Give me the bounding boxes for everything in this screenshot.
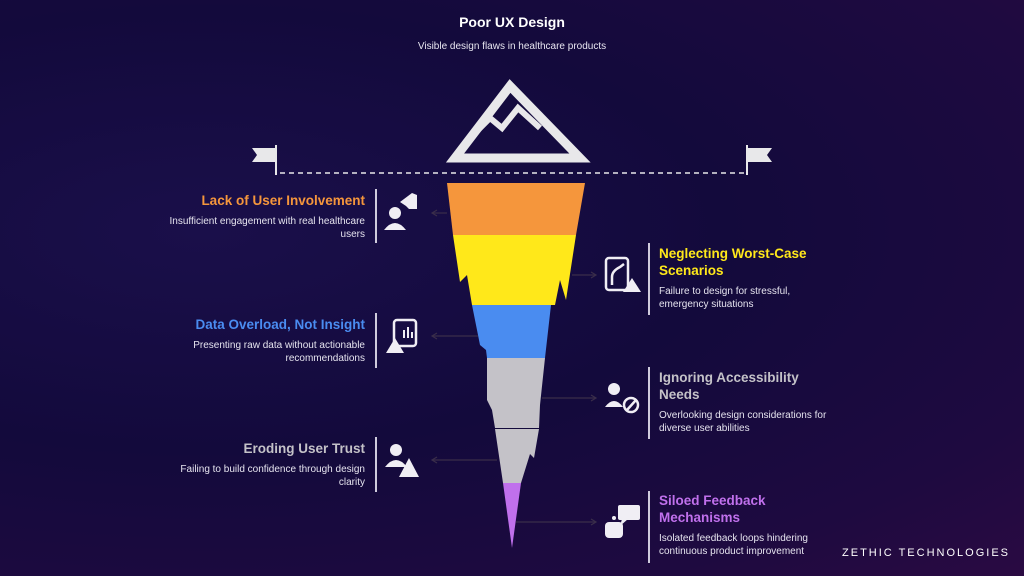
left-flag-icon — [252, 148, 276, 162]
route-warning-icon — [604, 256, 630, 292]
diagram-subtitle: Visible design flaws in healthcare produ… — [417, 41, 607, 52]
item-title: Eroding User Trust — [243, 441, 365, 456]
item-title: Ignoring Accessibility Needs — [659, 370, 799, 402]
item-title: Data Overload, Not Insight — [195, 317, 365, 332]
divider — [648, 367, 650, 439]
right-flag-icon — [748, 148, 772, 162]
divider — [375, 437, 377, 492]
divider — [648, 243, 650, 315]
item-title: Siloed Feedback Mechanisms — [659, 493, 766, 525]
item-eroding-user-trust: Eroding User Trust Failing to build conf… — [165, 440, 365, 489]
divider — [375, 189, 377, 243]
item-title: Lack of User Involvement — [201, 193, 365, 208]
item-data-overload: Data Overload, Not Insight Presenting ra… — [165, 316, 365, 365]
chart-warning-icon — [386, 318, 418, 353]
layer-siloed-feedback — [503, 483, 521, 548]
layer-lack-of-user-involvement — [447, 183, 585, 235]
diagram-title: Poor UX Design — [459, 14, 565, 30]
warning-triangle — [623, 278, 641, 292]
item-neglecting-worst-case: Neglecting Worst-Case Scenarios Failure … — [659, 245, 829, 311]
waterline-flags — [252, 145, 772, 175]
item-title: Neglecting Worst-Case Scenarios — [659, 246, 807, 278]
divider — [375, 313, 377, 368]
mountain-icon — [445, 79, 591, 163]
item-desc: Failure to design for stressful, emergen… — [659, 286, 791, 310]
item-icons — [384, 193, 641, 538]
user-blocked-icon — [605, 383, 640, 414]
item-ignoring-accessibility: Ignoring Accessibility Needs Overlooking… — [659, 369, 839, 435]
item-desc: Presenting raw data without actionable r… — [193, 340, 365, 364]
item-siloed-feedback: Siloed Feedback Mechanisms Isolated feed… — [659, 492, 834, 558]
layer-accessibility — [487, 358, 545, 428]
user-puzzle-icon — [384, 193, 417, 230]
robot-chat-icon — [605, 505, 640, 538]
item-desc: Failing to build confidence through desi… — [180, 464, 365, 488]
layer-worst-case — [453, 235, 576, 305]
user-warning-icon — [385, 444, 419, 477]
layer-data-overload — [472, 305, 551, 358]
item-desc: Isolated feedback loops hindering contin… — [659, 533, 808, 557]
item-lack-of-user-involvement: Lack of User Involvement Insufficient en… — [165, 192, 366, 241]
item-desc: Overlooking design considerations for di… — [659, 410, 827, 434]
brand-label: ZETHIC TECHNOLOGIES — [842, 547, 1010, 559]
item-desc: Insufficient engagement with real health… — [169, 216, 366, 240]
connector-arrows — [430, 209, 598, 526]
divider — [648, 491, 650, 563]
layer-user-trust — [495, 429, 539, 483]
